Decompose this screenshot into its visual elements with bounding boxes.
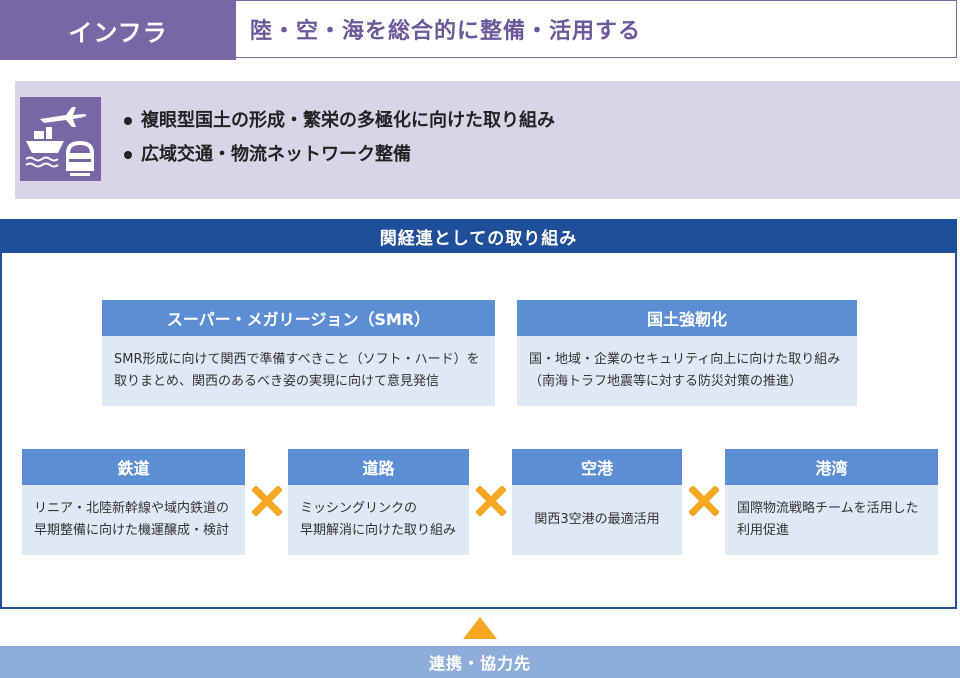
cross-icon: [689, 486, 719, 516]
card-text: SMR形成に向けて関西で準備すべきこと（ソフト・ハード）を: [114, 352, 480, 367]
card-body-port: 国際物流戦略チームを活用した 利用促進: [725, 485, 938, 555]
summary-bullet: 広域交通・物流ネットワーク整備: [124, 138, 555, 172]
card-body-railway: リニア・北陸新幹線や域内鉄道の 早期整備に向けた機運醸成・検討: [22, 485, 245, 555]
card-title-port: 港湾: [725, 449, 938, 485]
card-body-airport: 関西3空港の最適活用: [512, 485, 682, 555]
card-text: 取りまとめ、関西のあるべき姿の実現に向けて意見発信: [114, 374, 440, 389]
summary-bullet-text: 複眼型国土の形成・繁栄の多極化に向けた取り組み: [141, 110, 555, 131]
summary-bullet-text: 広域交通・物流ネットワーク整備: [141, 144, 411, 165]
card-text: （南海トラフ地震等に対する防災対策の推進）: [529, 374, 803, 389]
cross-icon: [476, 486, 506, 516]
card-body-resilience: 国・地域・企業のセキュリティ向上に向けた取り組み （南海トラフ地震等に対する防災…: [517, 336, 857, 406]
card-text: ミッシングリンクの: [300, 501, 418, 516]
category-tag: インフラ: [0, 0, 236, 60]
section-title: 関経連としての取り組み: [0, 219, 957, 253]
card-text: 国際物流戦略チームを活用した: [737, 501, 919, 516]
card-title-road: 道路: [288, 449, 469, 485]
up-arrow-icon: [463, 617, 497, 639]
card-text: 早期解消に向けた取り組み: [300, 523, 457, 538]
card-text: 関西3空港の最適活用: [534, 512, 660, 527]
transport-icon: [20, 97, 101, 181]
summary-list: 複眼型国土の形成・繁栄の多極化に向けた取り組み 広域交通・物流ネットワーク整備: [124, 104, 555, 172]
page-title: 陸・空・海を総合的に整備・活用する: [236, 0, 957, 58]
card-text: 早期整備に向けた機運醸成・検討: [34, 523, 230, 538]
bullet-icon: [124, 151, 132, 159]
card-text: 利用促進: [737, 523, 790, 538]
bullet-icon: [124, 117, 132, 125]
summary-bullet: 複眼型国土の形成・繁栄の多極化に向けた取り組み: [124, 104, 555, 138]
card-text: リニア・北陸新幹線や域内鉄道の: [34, 501, 230, 516]
card-title-smr: スーパー・メガリージョン（SMR）: [102, 300, 495, 336]
card-body-smr: SMR形成に向けて関西で準備すべきこと（ソフト・ハード）を 取りまとめ、関西のあ…: [102, 336, 495, 406]
summary-band: [15, 81, 960, 199]
card-title-railway: 鉄道: [22, 449, 245, 485]
card-text: 国・地域・企業のセキュリティ向上に向けた取り組み: [529, 352, 841, 367]
card-title-airport: 空港: [512, 449, 682, 485]
card-title-resilience: 国土強靭化: [517, 300, 857, 336]
cross-icon: [252, 486, 282, 516]
partners-bar: 連携・協力先: [0, 646, 960, 678]
card-body-road: ミッシングリンクの 早期解消に向けた取り組み: [288, 485, 469, 555]
